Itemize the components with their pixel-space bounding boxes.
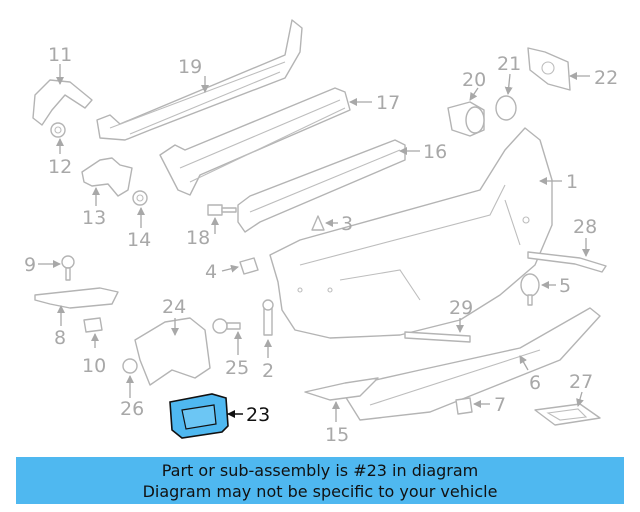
label-9: 9	[24, 254, 36, 276]
part-9-screw	[61, 255, 75, 281]
leader-lines	[38, 64, 590, 422]
part-27-plate	[534, 403, 601, 426]
banner-line-1: Part or sub-assembly is #23 in diagram	[161, 461, 479, 480]
part-4-clip	[239, 257, 259, 275]
label-24: 24	[162, 296, 186, 318]
part-22-bracket	[527, 47, 571, 91]
label-11: 11	[48, 44, 72, 66]
part-8-bracket	[34, 287, 119, 309]
label-6: 6	[529, 372, 541, 394]
part-14-clip	[132, 190, 148, 206]
part-3-clip	[311, 215, 325, 231]
label-10: 10	[82, 355, 106, 377]
part-5-plug	[520, 273, 540, 306]
label-25: 25	[225, 357, 249, 379]
label-23: 23	[246, 404, 270, 426]
part-7-clip	[455, 397, 473, 415]
part-29-trim	[404, 331, 471, 343]
label-8: 8	[54, 327, 66, 349]
part-1-bumper-cover	[269, 127, 553, 339]
label-17: 17	[376, 92, 400, 114]
label-26: 26	[120, 398, 144, 420]
parts-diagram: 11 12 13 14 19 17 16 18 3 4 9 8 10 24 25…	[24, 19, 618, 446]
label-2: 2	[262, 360, 274, 382]
label-19: 19	[178, 56, 202, 78]
label-21: 21	[497, 53, 521, 75]
label-16: 16	[423, 141, 447, 163]
part-23-sensor-bracket[interactable]	[169, 393, 229, 439]
part-25-bolt	[212, 318, 241, 334]
label-22: 22	[594, 67, 618, 89]
part-10-clip	[83, 317, 103, 333]
part-16-absorber	[237, 139, 406, 233]
label-28: 28	[573, 216, 597, 238]
label-12: 12	[48, 156, 72, 178]
part-2-bolt	[262, 299, 274, 336]
part-6-diffuser	[339, 307, 601, 421]
label-27: 27	[569, 371, 593, 393]
part-28-strip	[527, 251, 607, 273]
label-1: 1	[566, 171, 578, 193]
part-15-reflector	[304, 377, 379, 401]
label-15: 15	[325, 424, 349, 446]
label-18: 18	[186, 227, 210, 249]
label-7: 7	[494, 394, 506, 416]
label-3: 3	[341, 213, 353, 235]
label-13: 13	[82, 207, 106, 229]
part-11-bracket	[32, 79, 93, 126]
part-12-nut	[50, 122, 66, 138]
label-14: 14	[127, 229, 151, 251]
part-26-clip	[122, 358, 138, 374]
label-20: 20	[462, 69, 486, 91]
label-4: 4	[205, 261, 217, 283]
part-18-bolt	[207, 204, 237, 216]
label-5: 5	[559, 275, 571, 297]
info-banner: Part or sub-assembly is #23 in diagram D…	[16, 457, 624, 504]
part-13-bracket	[81, 157, 133, 197]
part-24-bracket	[134, 317, 211, 386]
label-29: 29	[449, 297, 473, 319]
part-17-absorber	[159, 87, 351, 196]
part-21-ring	[495, 95, 517, 121]
banner-line-2: Diagram may not be specific to your vehi…	[142, 482, 498, 501]
part-20-sensor	[447, 101, 485, 137]
part-19-reinforcement	[96, 19, 303, 141]
